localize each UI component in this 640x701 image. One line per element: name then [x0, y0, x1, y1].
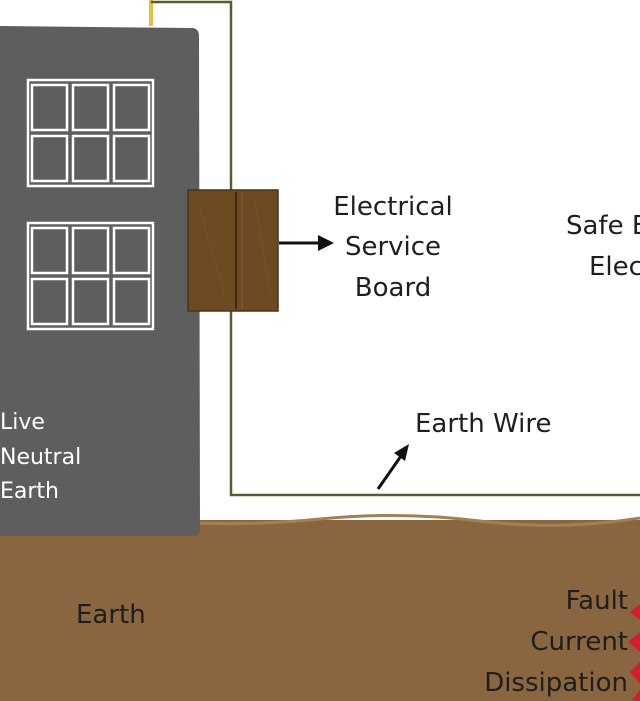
service-board-label-line2: Service [344, 232, 442, 262]
ground-soil [0, 520, 640, 701]
window-lower [26, 221, 155, 331]
ground-label: Earth [76, 600, 146, 630]
fault-label-line2: Current [530, 627, 628, 657]
wire-legend-earth: Earth [0, 479, 59, 504]
earth-wire-label: Earth Wire [415, 409, 552, 439]
wire-legend-live: Live [0, 410, 45, 435]
service-board-label-line1: Electrical [333, 192, 453, 222]
service-board-label-line3: Board [354, 273, 432, 303]
wire-legend-neutral: Neutral [0, 445, 82, 470]
service-board [187, 189, 279, 312]
fault-current-arrows [628, 604, 640, 701]
board-pointer-arrow [279, 235, 334, 251]
fault-label-line3: Dissipation [484, 668, 628, 698]
safe-earth-label-line2: Elec [589, 252, 640, 282]
safe-earth-label-line1: Safe E [566, 211, 640, 241]
window-upper [26, 78, 155, 188]
fault-label-line1: Fault [565, 586, 628, 616]
earth-wire-pointer-arrow [376, 444, 409, 490]
